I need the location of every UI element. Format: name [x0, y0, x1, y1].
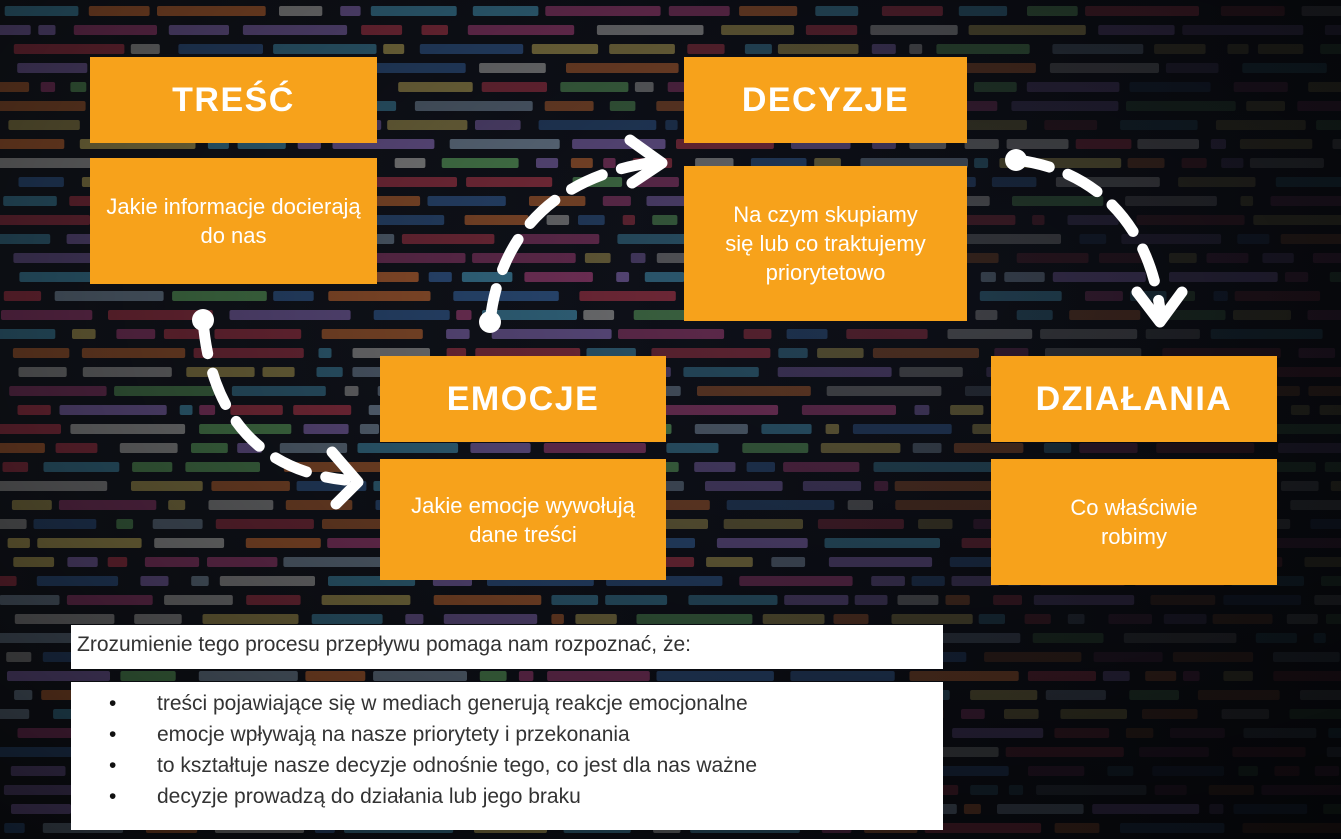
- arrow-start-dot: [479, 311, 501, 333]
- arrow-emocje-to-decyzje: [484, 156, 661, 328]
- arrowhead-dzialania-icon: [1131, 286, 1188, 328]
- step-desc-emocje: Jakie emocje wywołują dane treści: [380, 459, 666, 580]
- bullet-item: treści pojawiające się w mediach generuj…: [101, 688, 943, 719]
- step-desc-tresc: Jakie informacje docierają do nas: [90, 158, 377, 284]
- step-desc-dzialania: Co właściwie robimy: [991, 459, 1277, 585]
- bullet-list-box: treści pojawiające się w mediach generuj…: [71, 682, 943, 830]
- step-title-dzialania: DZIAŁANIA: [991, 356, 1277, 442]
- arrow-start-dot: [192, 309, 214, 331]
- step-title-tresc: TREŚĆ: [90, 57, 377, 143]
- step-title-emocje: EMOCJE: [380, 356, 666, 442]
- step-title-decyzje: DECYZJE: [684, 57, 967, 143]
- intro-text: Zrozumienie tego procesu przepływu pomag…: [71, 625, 943, 669]
- bullet-item: emocje wpływają na nasze priorytety i pr…: [101, 719, 943, 750]
- bullet-item: to kształtuje nasze decyzje odnośnie teg…: [101, 750, 943, 781]
- arrow-start-dot: [1005, 149, 1027, 171]
- arrow-tresc-to-emocje: [197, 314, 351, 486]
- bullet-item: decyzje prowadzą do działania lub jego b…: [101, 781, 943, 812]
- arrowhead-emocje-icon: [326, 446, 364, 510]
- step-desc-decyzje: Na czym skupiamy się lub co traktujemy p…: [684, 166, 967, 321]
- bullet-list: treści pojawiające się w mediach generuj…: [101, 688, 943, 812]
- arrow-decyzje-to-dzialania: [1010, 154, 1166, 316]
- arrowhead-decyzje-icon: [624, 134, 668, 189]
